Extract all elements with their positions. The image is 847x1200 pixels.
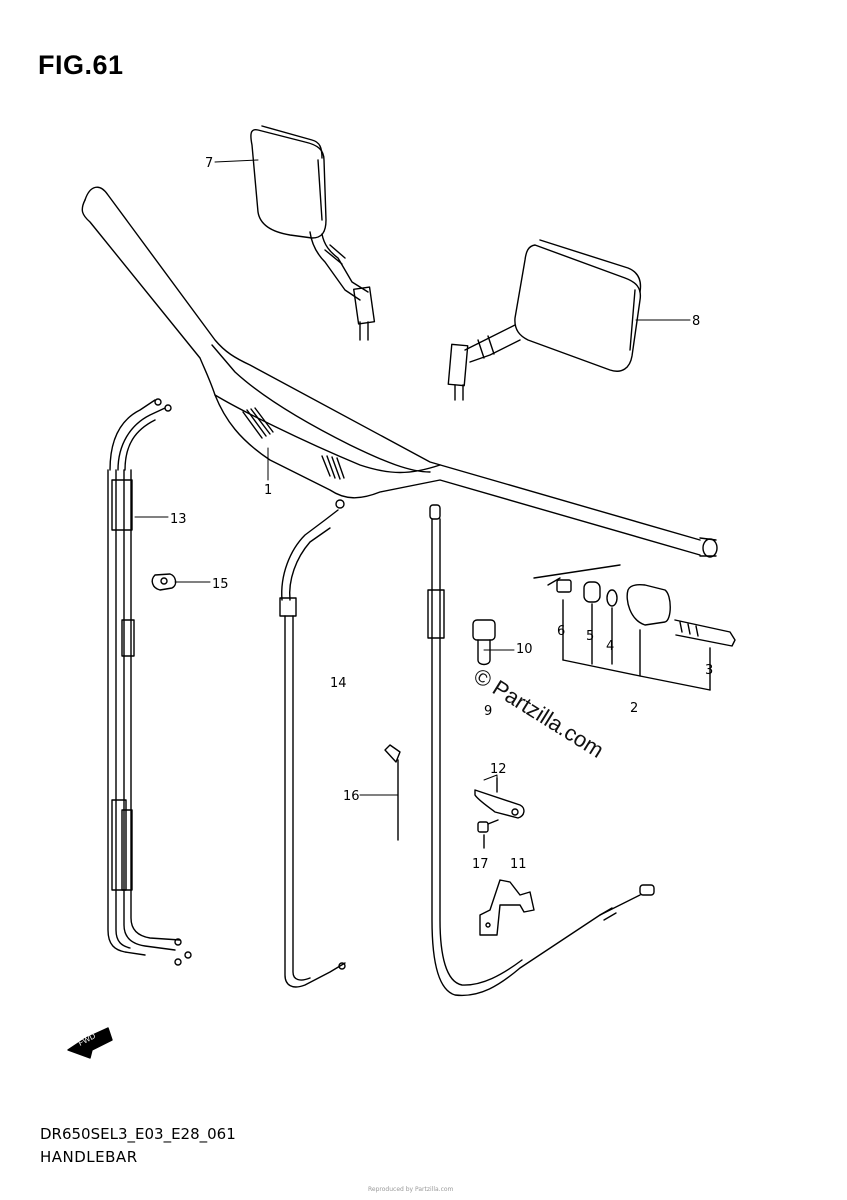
cable-clamp bbox=[151, 573, 177, 591]
callout-14: 14 bbox=[330, 676, 347, 691]
callout-5: 5 bbox=[586, 629, 594, 644]
handlebar bbox=[81, 186, 718, 558]
callout-6: 6 bbox=[557, 624, 565, 639]
callout-3: 3 bbox=[705, 663, 713, 678]
callout-7: 7 bbox=[205, 156, 213, 171]
callout-17: 17 bbox=[472, 857, 489, 872]
clutch-cable bbox=[427, 504, 655, 997]
leader-lines bbox=[134, 159, 691, 796]
footer-note: Reproduced by Partzilla.com bbox=[368, 1186, 454, 1193]
bracket-12 bbox=[474, 777, 525, 819]
callout-labels: 7 8 1 13 15 14 10 9 6 5 4 3 2 12 16 17 1… bbox=[170, 156, 713, 872]
callout-4: 4 bbox=[606, 639, 614, 654]
callout-12: 12 bbox=[490, 762, 507, 777]
throttle-cables bbox=[107, 398, 192, 966]
figure-name: HANDLEBAR bbox=[40, 1148, 138, 1166]
mirror-right bbox=[447, 239, 642, 401]
callout-16: 16 bbox=[343, 789, 360, 804]
bar-end-assembly bbox=[533, 564, 736, 691]
callout-11: 11 bbox=[510, 857, 527, 872]
callout-13: 13 bbox=[170, 512, 187, 527]
callout-15: 15 bbox=[212, 577, 229, 592]
figure-title: FIG.61 bbox=[38, 50, 124, 80]
bolt-10 bbox=[472, 619, 496, 666]
figure-code: DR650SEL3_E03_E28_061 bbox=[40, 1125, 236, 1143]
bracket-11 bbox=[479, 879, 535, 936]
fwd-arrow-icon bbox=[67, 1027, 113, 1059]
callout-2: 2 bbox=[630, 701, 638, 716]
clip-16 bbox=[384, 744, 401, 841]
callout-10: 10 bbox=[516, 642, 533, 657]
choke-cable bbox=[279, 499, 346, 988]
callout-9: 9 bbox=[484, 704, 492, 719]
callout-1: 1 bbox=[264, 483, 272, 498]
callout-8: 8 bbox=[692, 314, 700, 329]
screw-17 bbox=[477, 819, 499, 849]
mirror-left bbox=[250, 125, 376, 341]
